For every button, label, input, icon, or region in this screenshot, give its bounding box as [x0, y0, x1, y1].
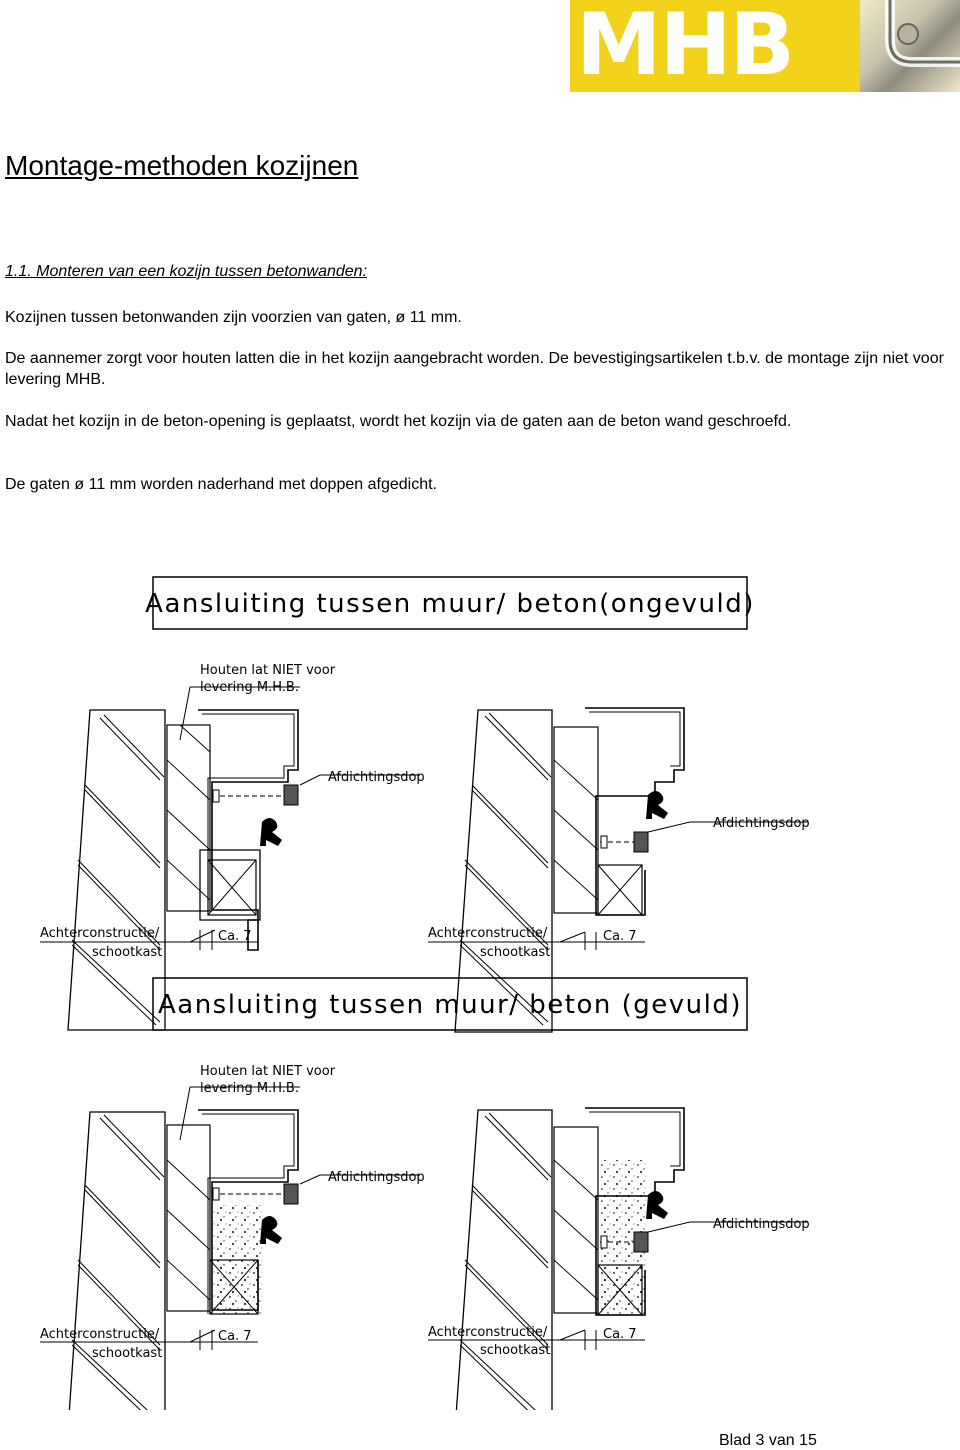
page-number: Blad 3 van 15: [719, 1432, 817, 1449]
drawing-title: Aansluiting tussen muur/ beton (gevuld): [158, 990, 742, 1020]
drawing-unfilled: Aansluiting tussen muur/ beton(ongevuld): [40, 576, 810, 1033]
label-dimension: Ca. 7: [218, 1329, 252, 1344]
label-lath-line2: levering M.H.B.: [200, 680, 299, 695]
logo-background: [570, 0, 860, 92]
section-heading: 1.1. Monteren van een kozijn tussen beto…: [5, 263, 368, 280]
drawing-filled: Aansluiting tussen muur/ beton (gevuld): [40, 977, 810, 1410]
label-lath-line1: Houten lat NIET voor: [200, 1064, 336, 1079]
sealing-cap: [283, 1183, 299, 1205]
technical-drawing: Aansluiting tussen muur/ beton(ongevuld): [40, 576, 810, 1410]
wall-hatch: [71, 714, 165, 1026]
label-sealing-cap: Afdichtingsdop: [328, 1170, 425, 1185]
detail-left: Houten lat NIET voor levering M.H.B. Afd…: [40, 663, 425, 1031]
paragraph-contractor: De aannemer zorgt voor houten latten die…: [5, 350, 944, 388]
label-dimension: Ca. 7: [603, 929, 637, 944]
detail-right: Afdichtingsdop Achterconstructie/ schoot…: [428, 707, 810, 1033]
label-dimension: Ca. 7: [603, 1327, 637, 1342]
logo-door-handle-image: [860, 0, 960, 92]
label-back-line1: Achterconstructie/: [428, 926, 548, 941]
mhb-logo: MHB: [570, 0, 960, 95]
label-lath-line1: Houten lat NIET voor: [200, 663, 336, 678]
label-sealing-cap: Afdichtingsdop: [713, 816, 810, 831]
drawing-title-box: [152, 977, 748, 1031]
sealing-cap: [633, 1231, 649, 1253]
label-back-line2: schootkast: [92, 945, 162, 960]
detail-left: Houten lat NIET voor levering M.H.B. Afd…: [40, 1064, 425, 1410]
paragraph-holes: Kozijnen tussen betonwanden zijn voorzie…: [5, 309, 462, 326]
label-back-line1: Achterconstructie/: [40, 1327, 160, 1342]
paragraph-caps: De gaten ø 11 mm worden naderhand met do…: [5, 476, 437, 493]
label-sealing-cap: Afdichtingsdop: [328, 770, 425, 785]
paragraph-placement: Nadat het kozijn in de beton-opening is …: [5, 413, 792, 430]
drawing-title-box: [152, 576, 748, 630]
label-sealing-cap: Afdichtingsdop: [713, 1217, 810, 1232]
page-title: Montage-methoden kozijnen: [5, 150, 359, 181]
sealing-cap: [283, 784, 299, 806]
label-dimension: Ca. 7: [218, 929, 252, 944]
label-back-line2: schootkast: [480, 1343, 550, 1358]
label-lath-line2: levering M.H.B.: [200, 1081, 299, 1096]
label-back-line1: Achterconstructie/: [40, 926, 160, 941]
label-back-line1: Achterconstructie/: [428, 1325, 548, 1340]
logo-text: MHB: [576, 0, 795, 95]
detail-right: Afdichtingsdop Achterconstructie/ schoot…: [428, 1107, 810, 1410]
drawing-title: Aansluiting tussen muur/ beton(ongevuld): [145, 589, 755, 619]
label-back-line2: schootkast: [92, 1346, 162, 1361]
sealing-cap: [633, 831, 649, 853]
label-back-line2: schootkast: [480, 945, 550, 960]
